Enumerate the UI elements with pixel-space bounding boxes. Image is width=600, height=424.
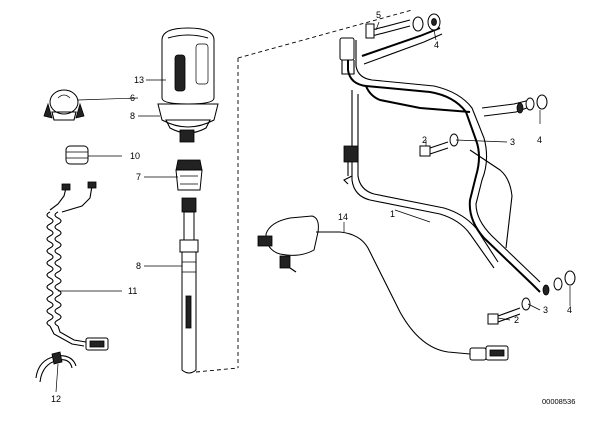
callout-8-lower: 8 [136,261,141,271]
diagram-reference-number: 00008536 [542,397,575,406]
coiled-cable [46,181,109,351]
callout-13: 13 [134,75,144,85]
callout-8-upper: 8 [130,111,135,121]
mounting-frame [339,27,541,293]
callout-5: 5 [376,10,381,20]
callout-4-lower: 4 [567,305,572,315]
bolt-top [365,13,441,39]
bolt-lower [487,270,576,325]
bolt-middle [419,94,548,157]
callout-6: 6 [130,93,135,103]
leader-lines [55,21,571,393]
callout-4-top: 4 [434,40,439,50]
callout-1: 1 [390,209,395,219]
bulb [43,89,85,121]
rotating-beacon [157,27,219,143]
bushing [175,159,203,191]
callout-10: 10 [130,151,140,161]
callout-3-upper: 3 [510,137,515,147]
ring-grommet [65,145,89,165]
mast-tube [179,197,199,374]
callout-2-upper: 2 [422,135,427,145]
callout-14: 14 [338,212,348,222]
callout-4-upper: 4 [537,135,542,145]
cable-clamp [35,351,77,383]
callout-7: 7 [136,172,141,182]
callout-3-lower: 3 [543,305,548,315]
callout-11: 11 [128,286,137,296]
assembly-dashed-outline [195,9,413,373]
switch-cable [257,215,509,361]
callout-2-lower: 2 [514,315,519,325]
callout-12: 12 [51,394,61,404]
